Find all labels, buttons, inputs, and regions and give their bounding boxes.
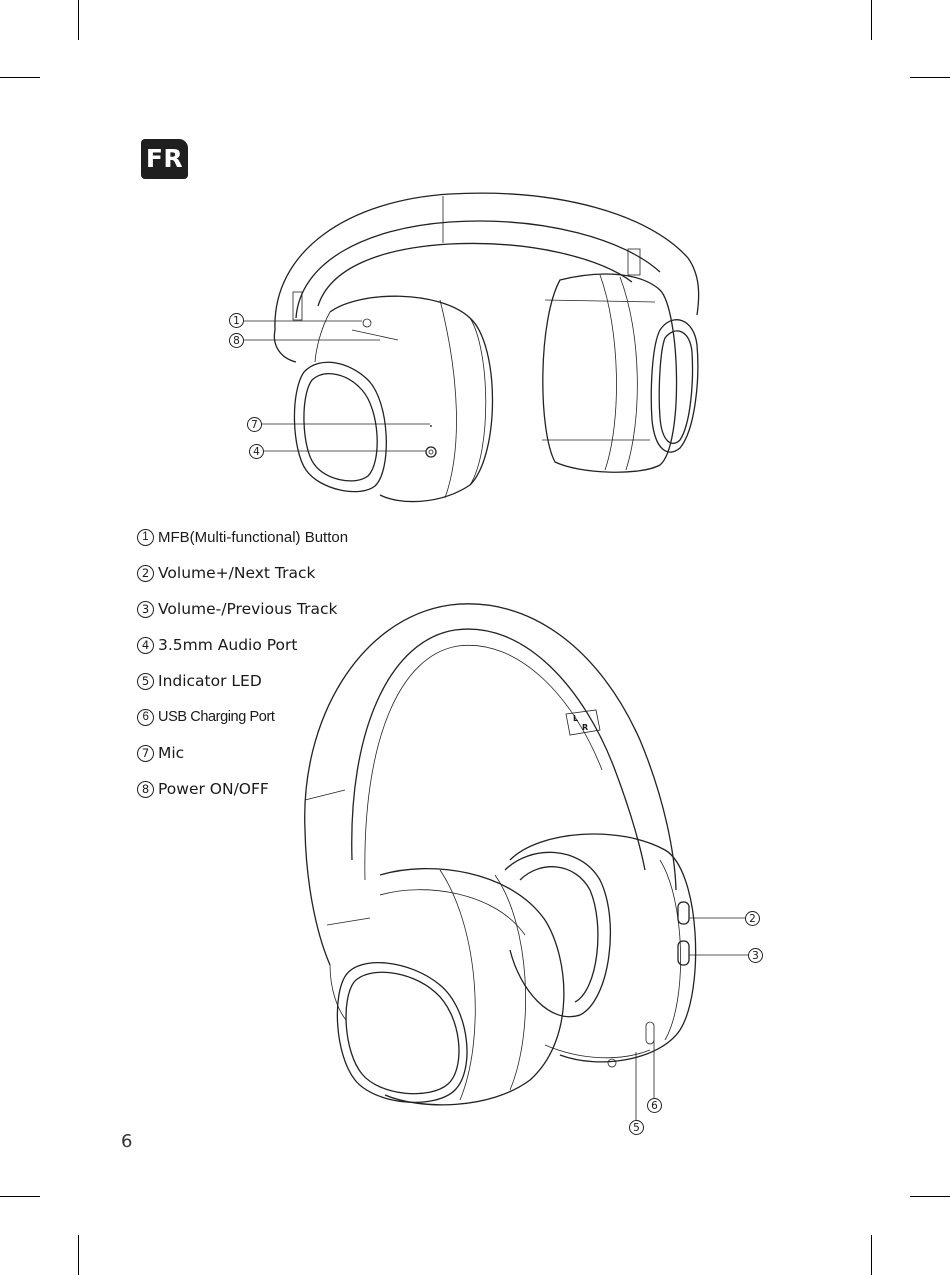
legend-label: MFB(Multi-functional) Button <box>158 528 349 546</box>
legend-item-mic: 7 Mic <box>137 742 437 764</box>
legend-number: 4 <box>137 636 154 654</box>
legend-number: 2 <box>137 564 154 582</box>
crop-mark <box>910 77 950 78</box>
callout-1: 1 <box>229 313 244 328</box>
legend-label: Mic <box>158 744 185 762</box>
legend-number: 8 <box>137 780 154 798</box>
legend-number: 1 <box>137 528 154 546</box>
crop-mark <box>78 1235 79 1275</box>
legend-label: Power ON/OFF <box>158 780 269 798</box>
callout-6: 6 <box>647 1098 662 1113</box>
legend-label: Indicator LED <box>158 672 262 690</box>
legend-item-usb-port: 6 USB Charging Port <box>137 706 437 728</box>
legend-item-indicator-led: 5 Indicator LED <box>137 670 437 692</box>
headphones-top-drawing <box>273 192 700 503</box>
legend-label: Volume-/Previous Track <box>158 600 338 618</box>
callout-2: 2 <box>745 911 760 926</box>
page-number: 6 <box>121 1131 133 1152</box>
language-badge: FR <box>141 139 188 179</box>
legend-item-volume-down: 3 Volume-/Previous Track <box>137 598 437 620</box>
callout-8: 8 <box>229 333 244 348</box>
legend-label: USB Charging Port <box>158 709 275 725</box>
headband-right-mark: R <box>582 723 589 732</box>
legend-label: 3.5mm Audio Port <box>158 636 298 654</box>
legend-label: Volume+/Next Track <box>158 564 316 582</box>
crop-mark <box>0 77 40 78</box>
feature-legend: 1 MFB(Multi-functional) Button 2 Volume+… <box>137 526 437 814</box>
legend-number: 6 <box>137 708 154 726</box>
legend-number: 7 <box>137 744 154 762</box>
headband-left-mark: L <box>573 714 579 723</box>
legend-number: 5 <box>137 672 154 690</box>
callout-5: 5 <box>629 1120 644 1135</box>
crop-mark <box>871 0 872 40</box>
legend-number: 3 <box>137 600 154 618</box>
legend-item-volume-up: 2 Volume+/Next Track <box>137 562 437 584</box>
crop-mark <box>0 1196 40 1197</box>
crop-mark <box>910 1196 950 1197</box>
legend-item-power: 8 Power ON/OFF <box>137 778 437 800</box>
callout-7: 7 <box>247 417 262 432</box>
crop-mark <box>78 0 79 40</box>
callout-4: 4 <box>249 444 264 459</box>
legend-item-mfb-button: 1 MFB(Multi-functional) Button <box>137 526 437 548</box>
callout-3: 3 <box>748 948 763 963</box>
legend-item-audio-port: 4 3.5mm Audio Port <box>137 634 437 656</box>
crop-mark <box>871 1235 872 1275</box>
